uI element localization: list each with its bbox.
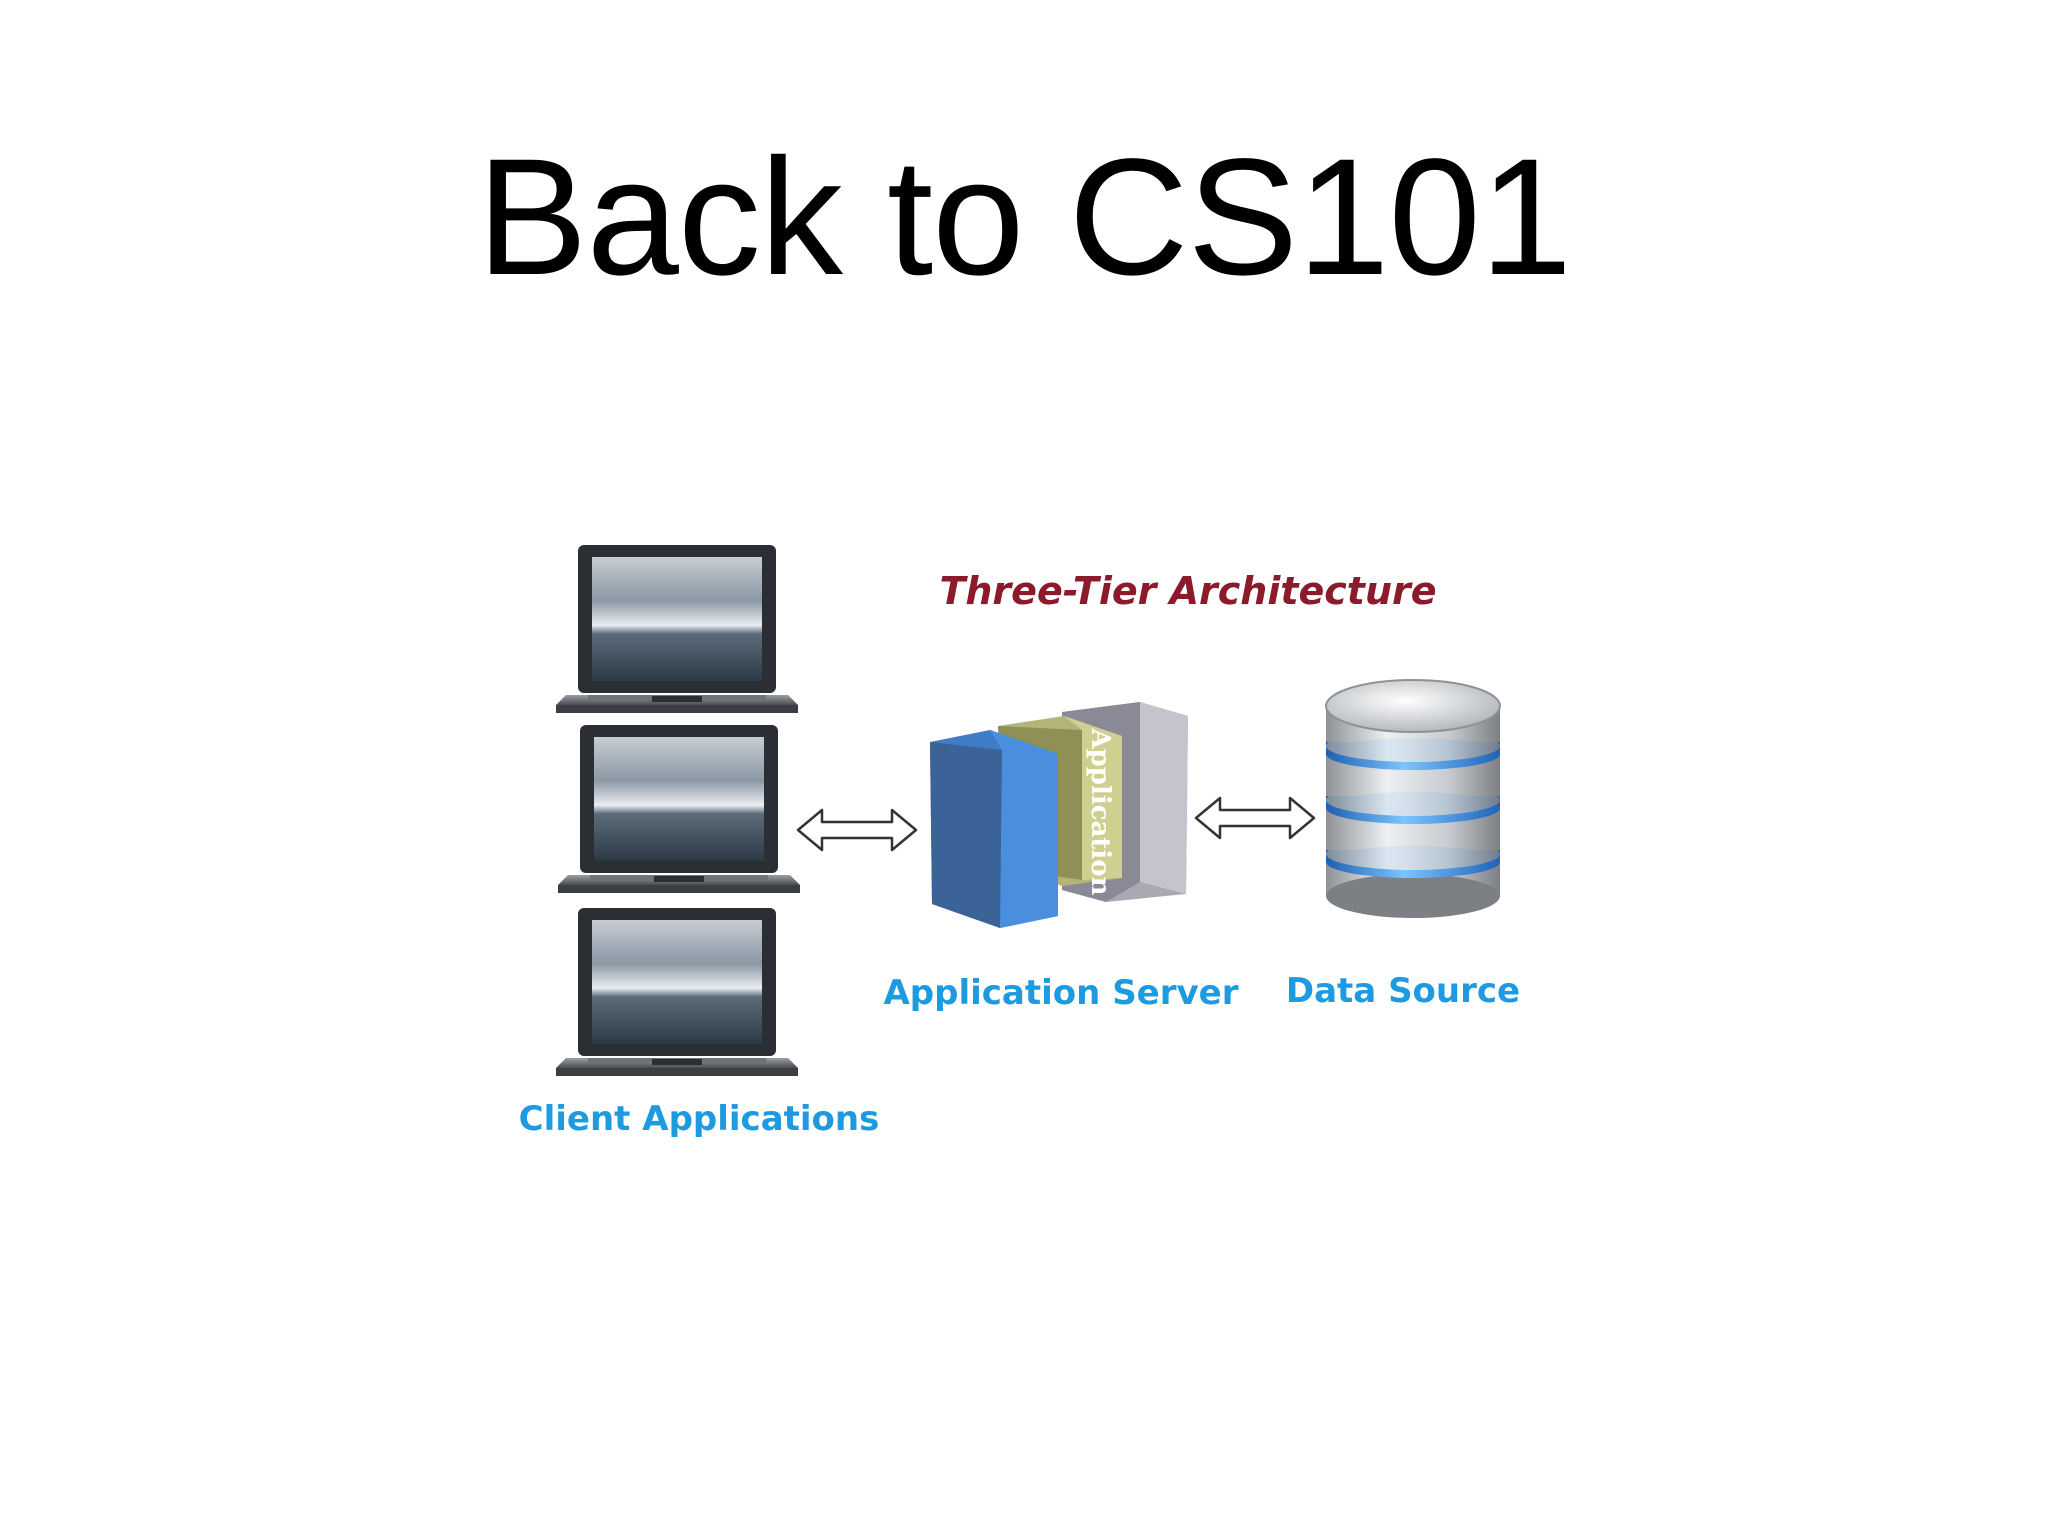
database-icon bbox=[1325, 679, 1501, 918]
data-source-caption: Data Source bbox=[1286, 971, 1520, 1011]
laptop-icon bbox=[556, 545, 798, 713]
client-applications-caption: Client Applications bbox=[519, 1099, 880, 1139]
double-arrow-icon bbox=[1194, 796, 1316, 840]
app-server-caption: Application Server bbox=[883, 973, 1238, 1013]
slide-title: Back to CS101 bbox=[476, 125, 1572, 310]
laptop-icon bbox=[556, 908, 798, 1076]
double-arrow-icon bbox=[796, 808, 918, 852]
diagram-title: Three-Tier Architecture bbox=[939, 569, 1436, 613]
laptop-icon bbox=[558, 725, 800, 893]
application-server-icon: Application bbox=[930, 702, 1188, 928]
book-spine-label: Application bbox=[1085, 727, 1115, 895]
